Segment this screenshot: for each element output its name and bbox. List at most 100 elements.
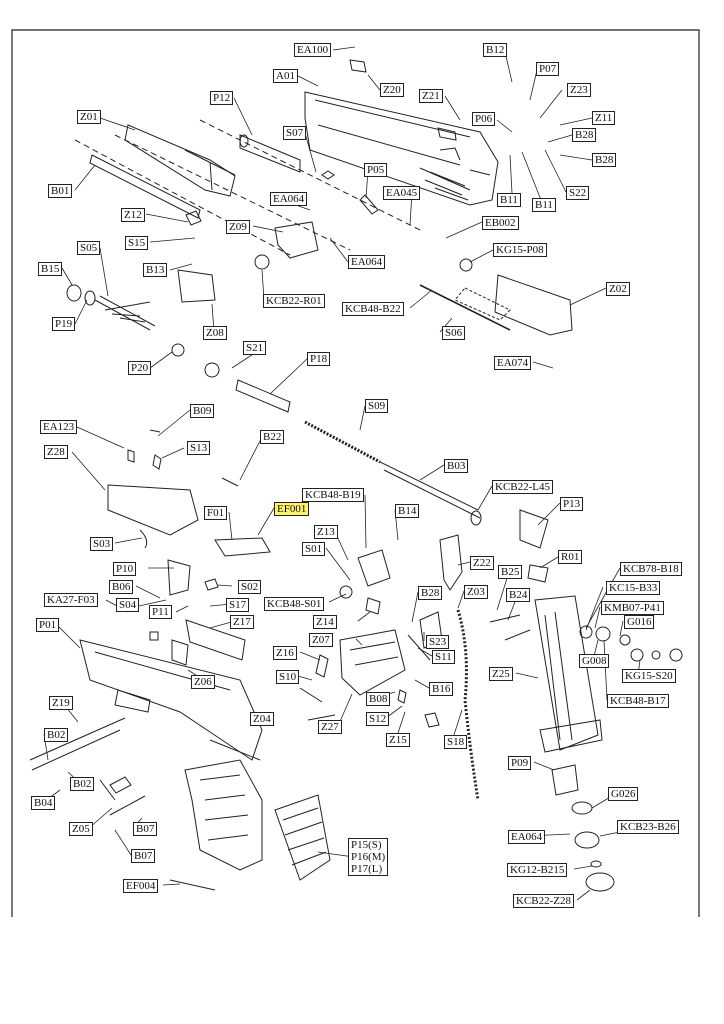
label-Z03: Z03 (464, 585, 488, 599)
label-EB002: EB002 (482, 216, 519, 230)
guide-rod (235, 379, 291, 413)
label-S22: S22 (566, 186, 590, 200)
label-P09: P09 (508, 756, 532, 770)
label-Z02: Z02 (606, 282, 630, 296)
label-EF004: EF004 (123, 879, 159, 893)
label-R01: R01 (558, 550, 583, 564)
label-P10: P10 (113, 562, 137, 576)
label-S04: S04 (116, 598, 140, 612)
label-KG15-S20: KG15-S20 (622, 669, 676, 683)
label-B11-left: B11 (497, 193, 521, 207)
label-B25: B25 (498, 565, 523, 579)
recoil-spring (94, 295, 156, 331)
label-KCB22-R01: KCB22-R01 (263, 294, 325, 308)
label-B07-lower: B07 (131, 849, 156, 863)
hammer (439, 534, 463, 591)
label-KCB48-B19: KCB48-B19 (302, 488, 364, 502)
label-Z06: Z06 (191, 675, 215, 689)
label-P19: P19 (52, 317, 76, 331)
label-KCB22-L45: KCB22-L45 (492, 480, 553, 494)
label-S23: S23 (426, 635, 450, 649)
label-EF001: EF001 (274, 502, 310, 516)
label-Z25: Z25 (489, 667, 513, 681)
label-Z28: Z28 (44, 445, 68, 459)
label-KCB48-B22: KCB48-B22 (342, 302, 404, 316)
label-EA074: EA074 (494, 356, 532, 370)
label-Z16: Z16 (273, 646, 297, 660)
label-B01: B01 (48, 184, 73, 198)
slide (304, 91, 499, 206)
label-B28-nozzle: B28 (592, 153, 617, 167)
label-G016: G016 (624, 615, 655, 629)
label-Z19: Z19 (49, 696, 73, 710)
label-B04: B04 (31, 796, 56, 810)
label-KCB48-B17: KCB48-B17 (607, 694, 669, 708)
label-S09: S09 (365, 399, 389, 413)
label-Z14: Z14 (313, 615, 337, 629)
label-KCB78-B18: KCB78-B18 (620, 562, 682, 576)
label-P01: P01 (36, 618, 60, 632)
label-Z13: Z13 (314, 525, 338, 539)
label-B28-trigger: B28 (418, 586, 443, 600)
label-S12: S12 (366, 712, 390, 726)
label-B22: B22 (260, 430, 285, 444)
magazine-top (494, 274, 573, 336)
page-frame (11, 29, 700, 917)
label-S10: S10 (276, 670, 300, 684)
label-A01: A01 (273, 69, 298, 83)
label-P06: P06 (472, 112, 496, 126)
label-B03: B03 (444, 459, 469, 473)
label-S21: S21 (243, 341, 267, 355)
label-P13: P13 (560, 497, 584, 511)
label-KA27-F03: KA27-F03 (44, 593, 98, 607)
label-B02-lower: B02 (70, 777, 95, 791)
label-Z12: Z12 (121, 208, 145, 222)
label-Z15: Z15 (386, 733, 410, 747)
trigger-group (339, 629, 406, 696)
label-B13: B13 (143, 263, 168, 277)
label-Z21: Z21 (419, 89, 443, 103)
label-S15: S15 (125, 236, 149, 250)
label-Z09: Z09 (226, 220, 250, 234)
label-KCB22-Z28: KCB22-Z28 (513, 894, 574, 908)
label-P20: P20 (128, 361, 152, 375)
label-EA123: EA123 (40, 420, 78, 434)
hopup-unit (274, 221, 319, 259)
magazine (534, 595, 599, 751)
label-Z04: Z04 (250, 712, 274, 726)
label-EA064-top: EA064 (270, 192, 308, 206)
label-S03: S03 (90, 537, 114, 551)
label-B02-upper: B02 (44, 728, 69, 742)
label-B15: B15 (38, 262, 63, 276)
label-B16: B16 (429, 682, 454, 696)
label-B12: B12 (483, 43, 508, 57)
label-S07: S07 (283, 126, 307, 140)
label-S11: S11 (432, 650, 455, 664)
label-Z23: Z23 (567, 83, 591, 97)
label-Z11: Z11 (592, 111, 616, 125)
label-EA064-bottom: EA064 (508, 830, 546, 844)
label-Z27: Z27 (318, 720, 342, 734)
label-B14: B14 (395, 504, 420, 518)
label-P05: P05 (364, 163, 388, 177)
label-Z05: Z05 (69, 822, 93, 836)
inner-barrel (89, 154, 201, 219)
label-KG12-B215: KG12-B215 (507, 863, 568, 877)
label-EA045: EA045 (383, 186, 421, 200)
label-G026: G026 (608, 787, 639, 801)
label-B08: B08 (366, 692, 391, 706)
label-Z07: Z07 (309, 633, 333, 647)
label-Z22: Z22 (470, 556, 494, 570)
label-F01: F01 (204, 506, 228, 520)
label-KCB23-B26: KCB23-B26 (617, 820, 679, 834)
label-S05: S05 (77, 241, 101, 255)
label-B24: B24 (506, 588, 531, 602)
label-S17: S17 (226, 598, 250, 612)
label-P12: P12 (210, 91, 234, 105)
blowback-spring (304, 420, 381, 464)
label-S13: S13 (187, 441, 211, 455)
label-Z08: Z08 (203, 326, 227, 340)
label-B07-upper: B07 (133, 822, 158, 836)
label-Z01: Z01 (77, 110, 101, 124)
